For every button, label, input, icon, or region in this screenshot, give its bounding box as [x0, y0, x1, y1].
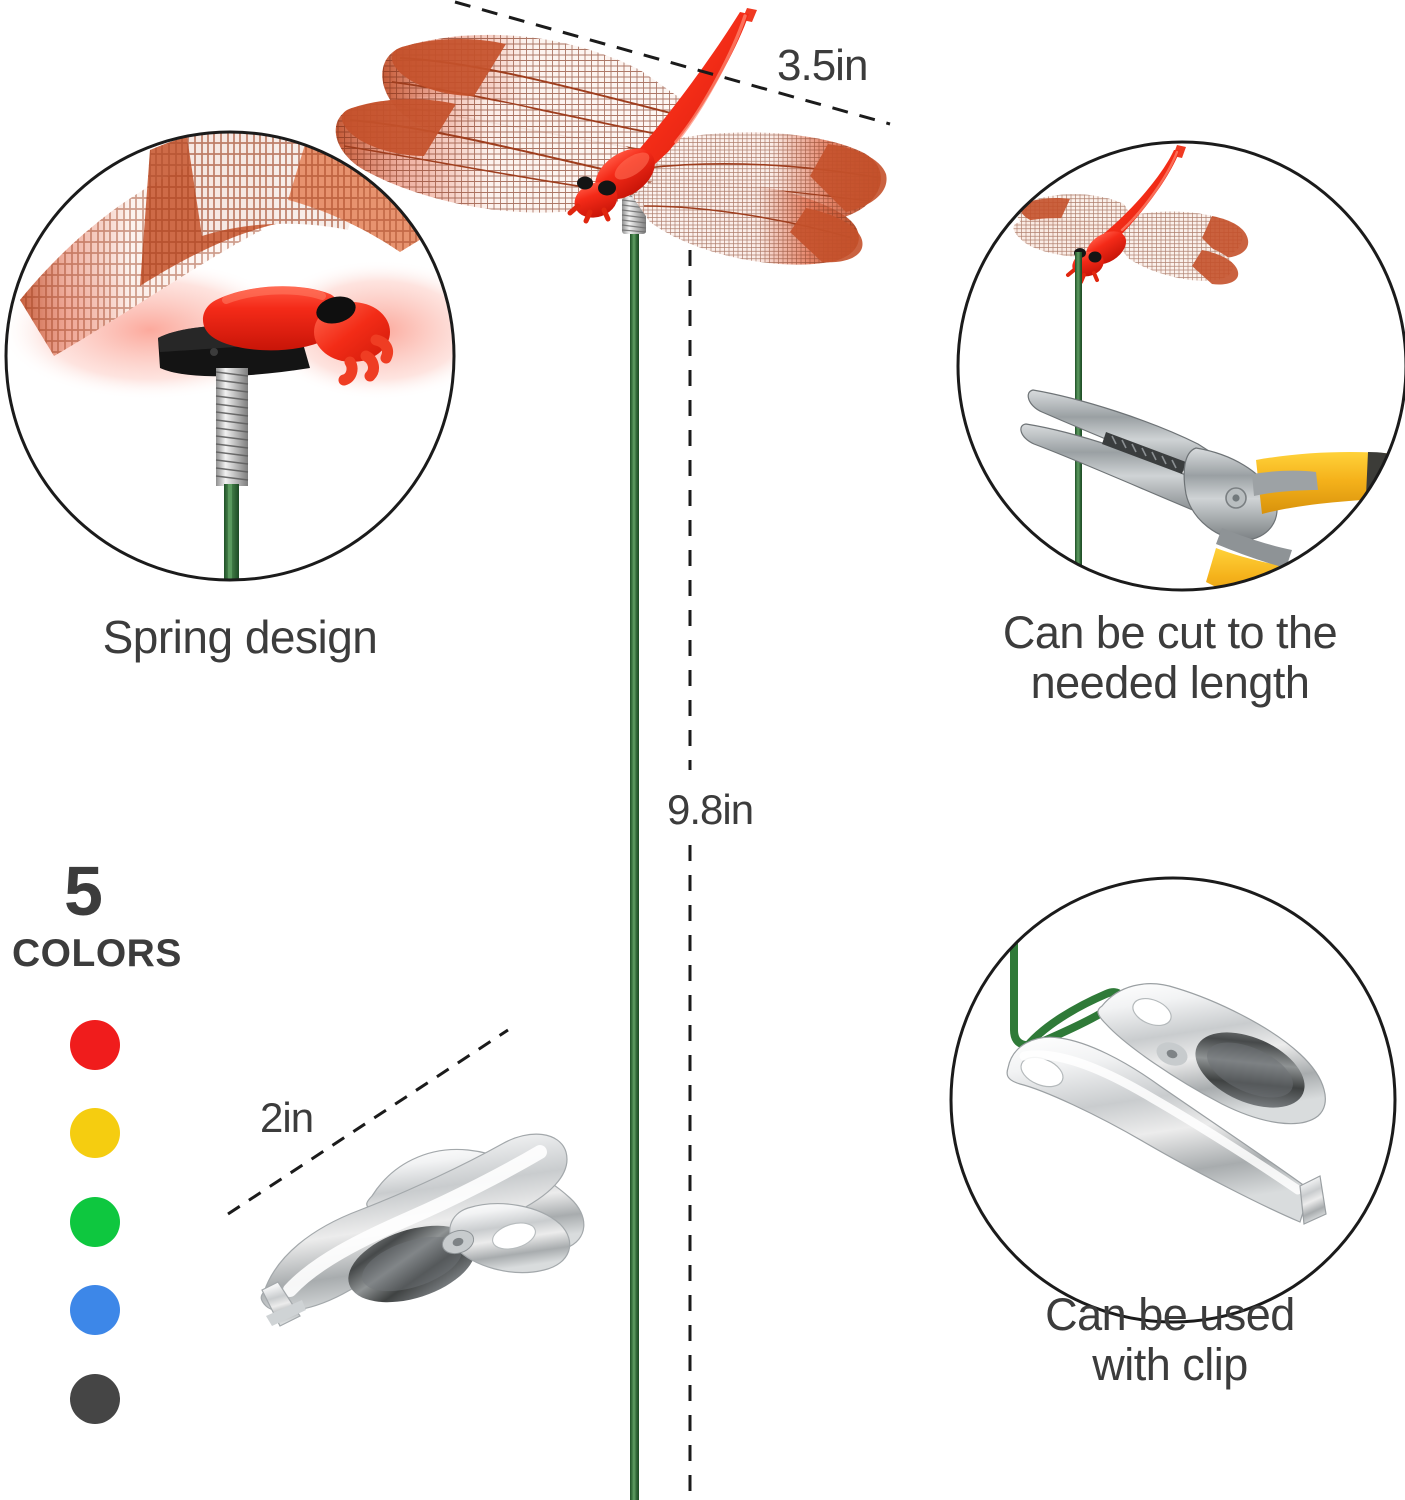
- callout-circle-spring: [4, 130, 456, 582]
- colors-count: 5: [64, 852, 103, 930]
- dimension-label-wingspan: 3.5in: [777, 41, 868, 90]
- color-swatch-red: [70, 1020, 120, 1070]
- clip-icon: [1006, 983, 1327, 1225]
- main-dragonfly: [335, 8, 887, 265]
- caption-spring-design: Spring design: [102, 611, 378, 663]
- dimension-label-stake-length: 9.8in: [667, 786, 754, 833]
- caption-used-with-clip: Can be used with clip: [1045, 1289, 1295, 1391]
- callout-circle-cut: [956, 140, 1405, 592]
- clip-product-photo: [260, 1133, 585, 1327]
- dimension-line-wingspan: [454, 0, 891, 126]
- color-swatch-yellow: [70, 1108, 120, 1158]
- color-swatch-blue: [70, 1285, 120, 1335]
- dimension-label-clip-length: 2in: [260, 1094, 314, 1141]
- color-swatch-black: [70, 1374, 120, 1424]
- caption-cut-to-length: Can be cut to the needed length: [1002, 607, 1338, 709]
- color-swatch-green: [70, 1197, 120, 1247]
- dimension-line-clip: [227, 1028, 509, 1216]
- colors-label: COLORS: [12, 932, 182, 975]
- center-stake: [630, 224, 639, 1500]
- callout-circle-clip: [949, 876, 1397, 1324]
